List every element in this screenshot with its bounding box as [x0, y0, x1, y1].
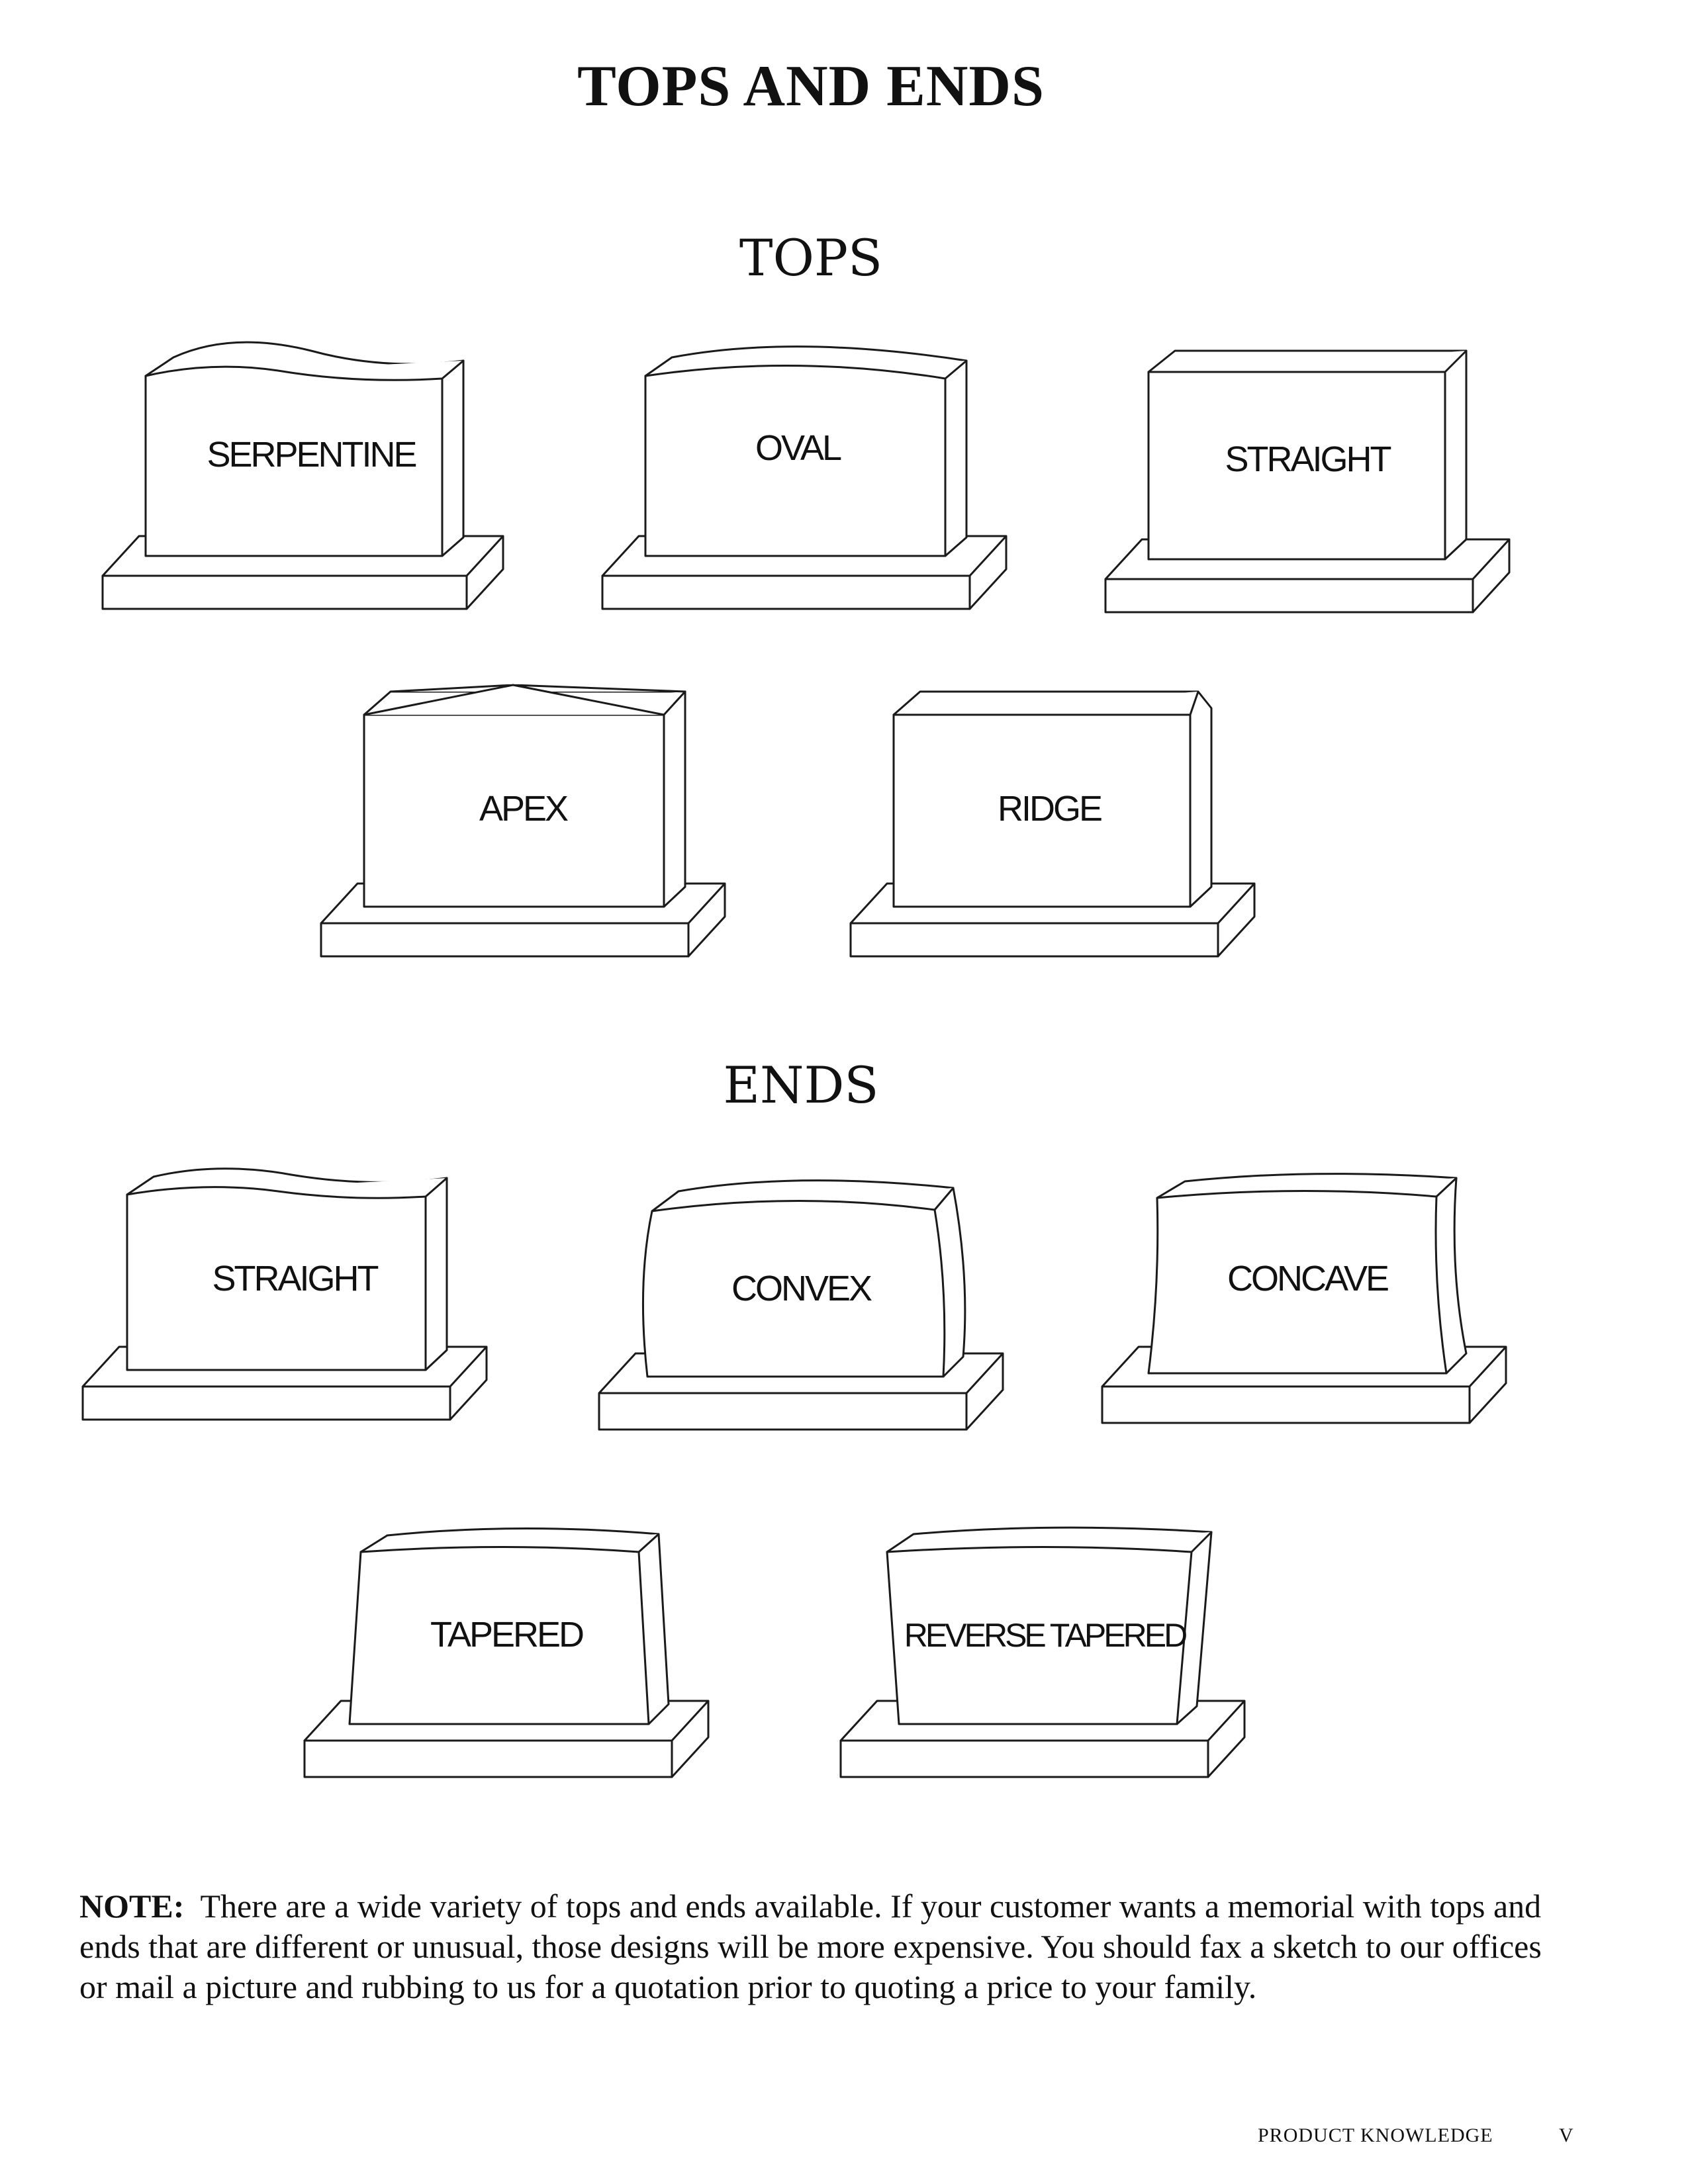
memorial-ridge: RIDGE — [849, 690, 1256, 958]
page-number: V — [1559, 2124, 1574, 2146]
footer-section: PRODUCT KNOWLEDGE — [1258, 2124, 1493, 2146]
ends-heading: ENDS — [723, 1056, 879, 1115]
label-concave: CONCAVE — [1227, 1259, 1388, 1298]
label-oval: OVAL — [755, 428, 841, 468]
memorial-straight-end: STRAIGHT — [81, 1167, 488, 1421]
page-title: TOPS AND ENDS — [577, 54, 1045, 118]
label-apex: APEX — [479, 789, 568, 829]
memorial-tapered: TAPERED — [303, 1527, 710, 1778]
label-tapered: TAPERED — [430, 1615, 583, 1655]
memorial-concave: CONCAVE — [1101, 1173, 1507, 1424]
label-ridge: RIDGE — [998, 789, 1102, 829]
memorial-apex: APEX — [320, 684, 726, 958]
memorial-oval: OVAL — [601, 345, 1008, 610]
tablet — [644, 345, 968, 557]
tablet — [886, 1526, 1213, 1725]
memorial-serpentine: SERPENTINE — [101, 341, 504, 610]
label-straight-top: STRAIGHT — [1225, 439, 1391, 479]
page-footer: PRODUCT KNOWLEDGE V — [1258, 2124, 1589, 2147]
tablet — [892, 690, 1213, 908]
note-text: There are a wide variety of tops and end… — [79, 1888, 1542, 2005]
label-convex: CONVEX — [731, 1269, 872, 1308]
label-straight-end: STRAIGHT — [212, 1259, 378, 1298]
tablet — [641, 1179, 966, 1378]
label-serpentine: SERPENTINE — [207, 435, 416, 475]
memorial-straight-top: STRAIGHT — [1104, 349, 1511, 614]
tablet — [348, 1527, 670, 1725]
tablet — [1147, 1173, 1468, 1375]
note-paragraph: NOTE: There are a wide variety of tops a… — [79, 1886, 1542, 2007]
memorial-reverse-tapered: REVERSE TAPERED — [839, 1526, 1246, 1778]
memorial-convex: CONVEX — [598, 1179, 1004, 1431]
note-label: NOTE: — [79, 1888, 185, 1925]
label-reverse-tapered: REVERSE TAPERED — [904, 1617, 1186, 1654]
tops-heading: TOPS — [739, 228, 883, 287]
